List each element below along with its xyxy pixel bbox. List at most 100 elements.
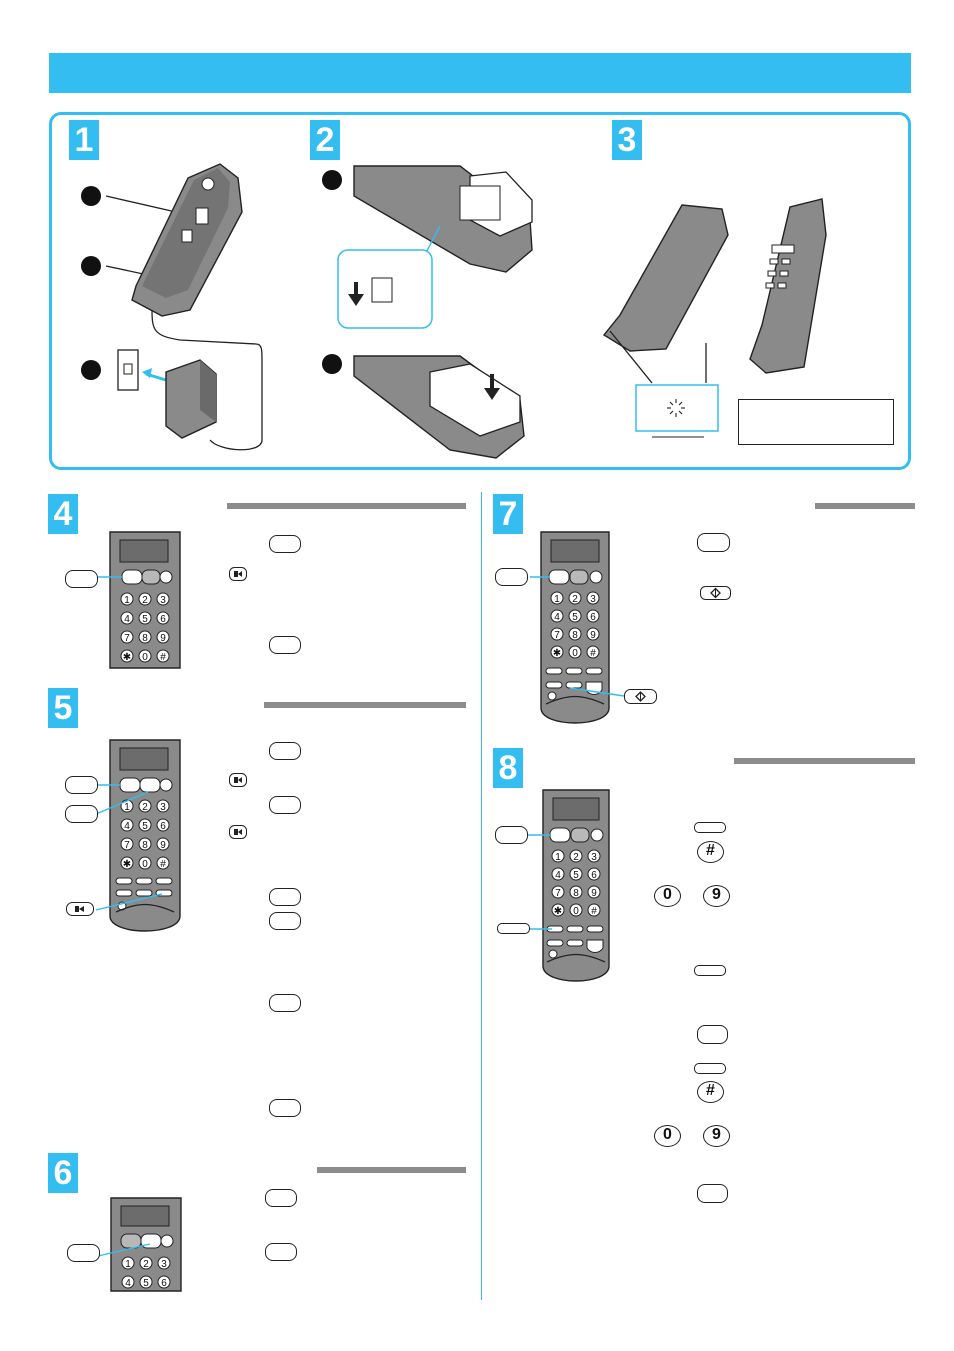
svg-text:#: # bbox=[160, 859, 166, 870]
program-button-callout-6 bbox=[67, 1244, 100, 1262]
button-ref-5d bbox=[269, 1099, 301, 1117]
svg-text:1: 1 bbox=[555, 852, 561, 863]
step-4-badge: 4 bbox=[48, 494, 78, 534]
svg-text:9: 9 bbox=[591, 888, 597, 899]
svg-text:1: 1 bbox=[554, 594, 560, 605]
button-ref-6a bbox=[265, 1189, 297, 1207]
svg-text:1: 1 bbox=[125, 1259, 131, 1270]
svg-text:#: # bbox=[590, 648, 596, 659]
svg-text:8: 8 bbox=[142, 633, 148, 644]
talk-button-ref bbox=[269, 535, 301, 553]
svg-text:3: 3 bbox=[160, 802, 166, 813]
handset-keypad-step7: 1 2 3 4 5 6 7 8 9 ✱ 0 # bbox=[530, 531, 625, 724]
intercom-icon bbox=[66, 902, 94, 916]
svg-text:4: 4 bbox=[124, 821, 130, 832]
svg-text:1: 1 bbox=[124, 802, 130, 813]
step-5-rule bbox=[264, 702, 466, 708]
talk-button-callout-5 bbox=[65, 776, 98, 794]
svg-text:0: 0 bbox=[573, 906, 579, 917]
button-ref-5b bbox=[269, 912, 301, 930]
svg-text:✱: ✱ bbox=[554, 906, 562, 917]
step-7-badge: 7 bbox=[493, 494, 523, 534]
svg-text:5: 5 bbox=[142, 614, 148, 625]
digit-0-ref-8a: 0 bbox=[654, 885, 681, 907]
svg-text:9: 9 bbox=[160, 633, 166, 644]
svg-text:2: 2 bbox=[143, 1259, 149, 1270]
memory-diamond-icon bbox=[700, 586, 731, 600]
handset-keypad-step4: 1 2 3 4 5 6 7 8 9 ✱ 0 # bbox=[98, 531, 181, 669]
button-ref-5c bbox=[269, 994, 301, 1012]
function-button-callout-8 bbox=[497, 923, 530, 934]
svg-text:7: 7 bbox=[555, 888, 561, 899]
svg-text:2: 2 bbox=[142, 802, 148, 813]
svg-text:#: # bbox=[591, 906, 597, 917]
svg-text:4: 4 bbox=[124, 614, 130, 625]
svg-text:2: 2 bbox=[572, 594, 578, 605]
svg-text:1: 1 bbox=[124, 595, 130, 606]
off-button-ref bbox=[269, 636, 301, 654]
talk-button-callout-7 bbox=[495, 568, 528, 586]
button-ref-8e bbox=[697, 1184, 728, 1203]
digit-9-ref-8b: 9 bbox=[703, 1125, 730, 1147]
battery-install-illustration bbox=[322, 165, 533, 459]
svg-text:4: 4 bbox=[125, 1278, 131, 1289]
talk-button-ref-7 bbox=[697, 533, 730, 552]
svg-text:5: 5 bbox=[573, 870, 579, 881]
svg-text:✱: ✱ bbox=[553, 648, 561, 659]
function-button-ref-8b bbox=[694, 965, 726, 976]
step-1-badge: 1 bbox=[69, 120, 99, 160]
svg-text:8: 8 bbox=[142, 840, 148, 851]
button-ref-8c bbox=[697, 1025, 728, 1044]
svg-text:3: 3 bbox=[161, 1259, 167, 1270]
svg-text:7: 7 bbox=[124, 633, 130, 644]
svg-text:6: 6 bbox=[160, 821, 166, 832]
program-button-callout-5 bbox=[65, 805, 98, 823]
base-unit-illustration bbox=[81, 163, 263, 451]
function-button-ref-8a bbox=[694, 822, 726, 833]
step-2-badge: 2 bbox=[310, 120, 340, 160]
column-divider bbox=[481, 492, 482, 1300]
handset-keypad-step5: 1 2 3 4 5 6 7 8 9 ✱ 0 # bbox=[95, 739, 181, 932]
svg-text:7: 7 bbox=[124, 840, 130, 851]
talk-button-callout-8 bbox=[495, 826, 528, 844]
program-button-ref-5 bbox=[269, 796, 301, 814]
svg-text:3: 3 bbox=[590, 594, 596, 605]
svg-text:6: 6 bbox=[590, 612, 596, 623]
svg-text:4: 4 bbox=[554, 612, 560, 623]
step-6-rule bbox=[317, 1167, 466, 1173]
svg-text:0: 0 bbox=[142, 652, 148, 663]
memory-diamond-icon bbox=[624, 689, 657, 704]
step-4-rule bbox=[227, 503, 466, 509]
svg-text:✱: ✱ bbox=[123, 652, 131, 663]
svg-text:2: 2 bbox=[573, 852, 579, 863]
digit-9-ref-8a: 9 bbox=[703, 885, 730, 907]
svg-text:3: 3 bbox=[591, 852, 597, 863]
talk-button-callout bbox=[65, 570, 98, 588]
step-6-badge: 6 bbox=[48, 1153, 78, 1193]
handset-keypad-step8: 1 2 3 4 5 6 7 8 9 ✱ 0 # bbox=[528, 789, 610, 982]
hash-key-ref-8b: # bbox=[697, 1081, 724, 1103]
digit-0-ref-8b: 0 bbox=[654, 1125, 681, 1147]
intercom-icon bbox=[229, 773, 247, 787]
svg-text:8: 8 bbox=[573, 888, 579, 899]
svg-text:8: 8 bbox=[572, 630, 578, 641]
step-7-rule bbox=[815, 503, 915, 509]
svg-text:✱: ✱ bbox=[123, 859, 131, 870]
setup-panel bbox=[49, 112, 911, 470]
svg-text:6: 6 bbox=[591, 870, 597, 881]
svg-text:0: 0 bbox=[572, 648, 578, 659]
function-button-ref-8d bbox=[694, 1063, 726, 1074]
intercom-icon bbox=[229, 567, 247, 581]
svg-text:3: 3 bbox=[160, 595, 166, 606]
step-8-rule bbox=[734, 758, 915, 764]
svg-text:#: # bbox=[160, 652, 166, 663]
step-3-badge: 3 bbox=[612, 120, 642, 160]
svg-text:0: 0 bbox=[142, 859, 148, 870]
svg-text:5: 5 bbox=[572, 612, 578, 623]
charge-led-icon bbox=[667, 399, 685, 417]
svg-text:2: 2 bbox=[142, 595, 148, 606]
svg-text:5: 5 bbox=[143, 1278, 149, 1289]
svg-text:5: 5 bbox=[142, 821, 148, 832]
button-ref-5a bbox=[269, 888, 301, 906]
header-banner bbox=[49, 53, 911, 93]
